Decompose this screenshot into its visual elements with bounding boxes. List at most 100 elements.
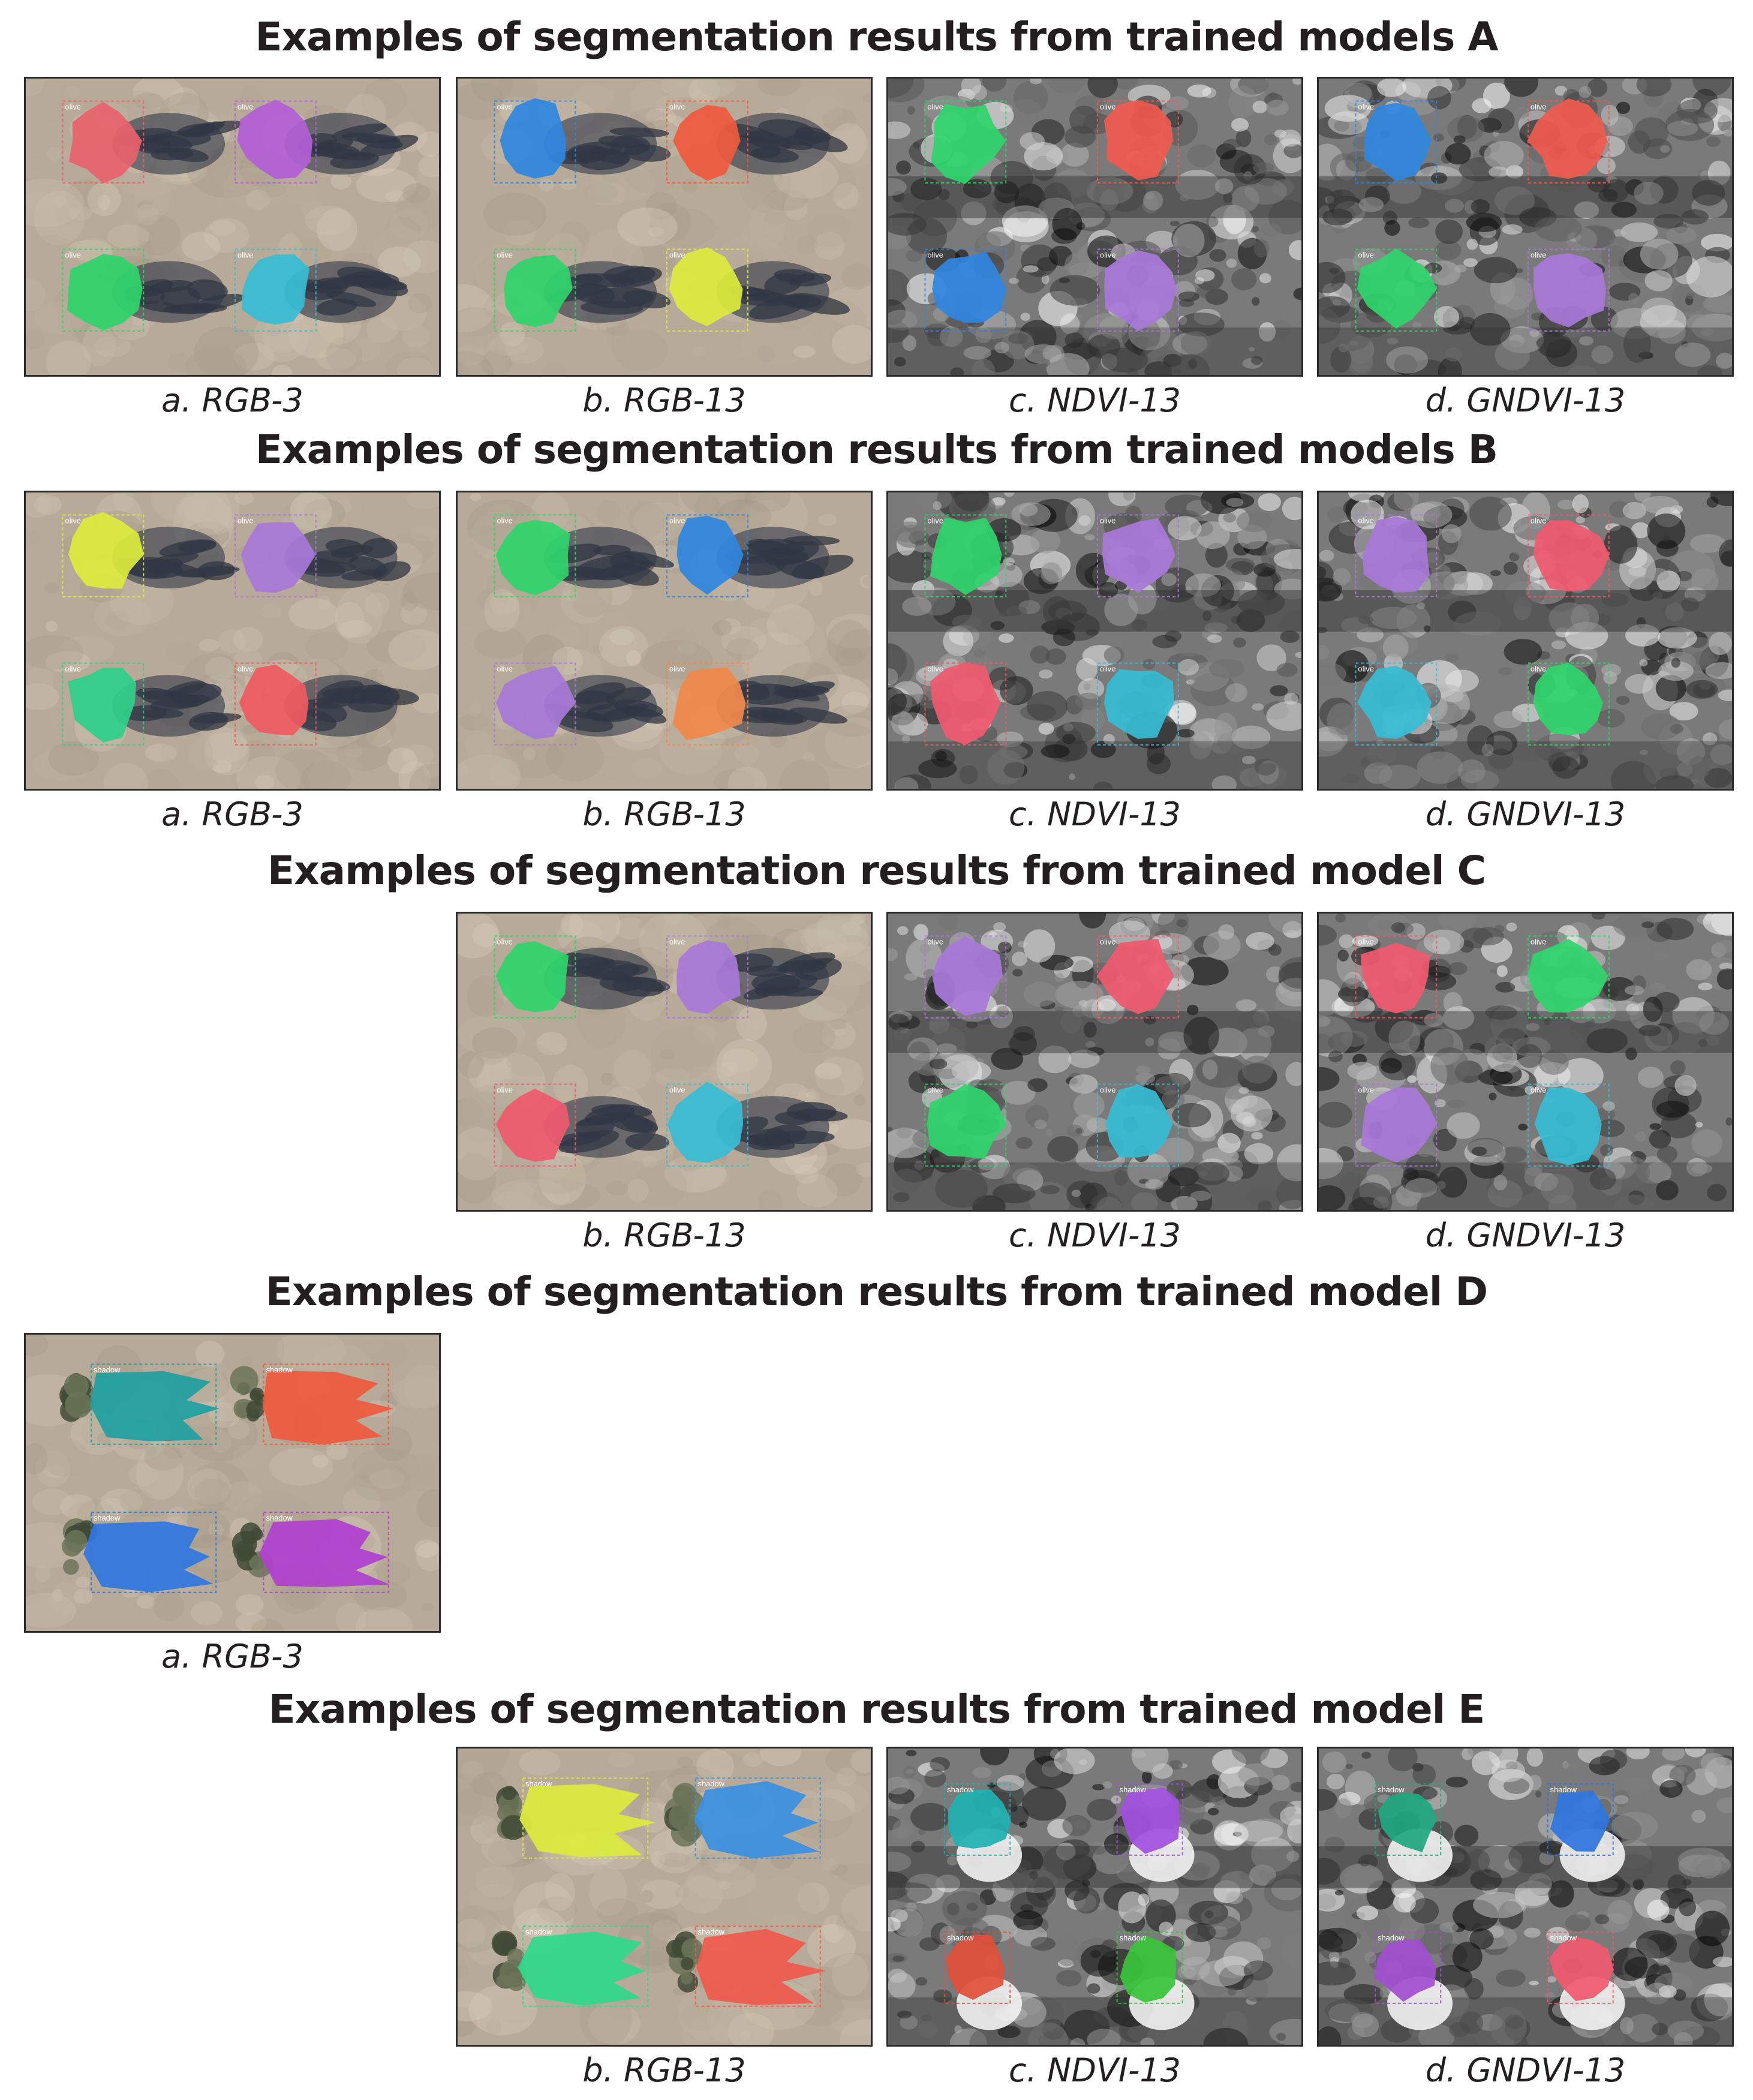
mask-label: olive — [669, 102, 685, 111]
segmentation-mask — [234, 662, 317, 746]
segmentation-mask — [1527, 514, 1610, 597]
panel-image: shadow shadow shadow shadow — [1319, 1749, 1732, 2045]
segmentation-mask — [1375, 1931, 1442, 2004]
segmentation-mask — [1375, 1783, 1442, 1856]
segmentation-mask — [1527, 248, 1610, 332]
panel-image: olive olive olive olive — [458, 79, 871, 375]
mask-label: olive — [497, 102, 512, 111]
mask-label: shadow — [1378, 1785, 1405, 1794]
segmentation-mask — [494, 1083, 576, 1167]
segmentation-mask — [1527, 1083, 1610, 1167]
tree-crown — [231, 1522, 273, 1578]
segmentation-mask — [494, 248, 576, 332]
tree-shadow — [284, 113, 419, 175]
mask-label: olive — [1358, 250, 1373, 259]
mask-label: olive — [497, 1085, 512, 1094]
segmentation-mask — [83, 1512, 217, 1593]
mask-label: olive — [237, 102, 253, 111]
panel-a-rgb13: olive olive olive olive — [456, 77, 873, 377]
segmentation-mask — [924, 662, 1007, 746]
mask-label: shadow — [1378, 1933, 1405, 1942]
mask-label: shadow — [94, 1513, 121, 1522]
caption-b-gndvi13: d. GNDVI-13 — [1425, 795, 1626, 833]
segmentation-mask — [924, 935, 1007, 1019]
segmentation-mask — [1355, 1083, 1438, 1167]
segmentation-mask — [518, 1925, 649, 2007]
mask-label: shadow — [947, 1933, 974, 1942]
tree-shadow — [284, 527, 411, 589]
mask-label: olive — [669, 250, 685, 259]
tree-crown — [491, 1930, 527, 1991]
mask-label: olive — [927, 102, 943, 111]
mask-label: olive — [65, 516, 80, 525]
mask-label: shadow — [525, 1927, 552, 1936]
mask-label: shadow — [1550, 1933, 1577, 1942]
segmentation-mask — [1355, 100, 1438, 184]
mask-label: olive — [1358, 516, 1373, 525]
mask-label: shadow — [525, 1779, 552, 1788]
segmentation-mask — [1116, 1931, 1183, 2004]
segmentation-mask — [263, 1363, 394, 1445]
mask-label: olive — [1100, 516, 1115, 525]
segmentation-mask — [62, 662, 145, 746]
segmentation-mask — [519, 1777, 656, 1859]
mask-label: olive — [1100, 250, 1115, 259]
segmentation-mask — [694, 1925, 826, 2007]
tree-crown — [230, 1366, 267, 1422]
mask-label: shadow — [266, 1365, 293, 1374]
mask-label: olive — [669, 1085, 685, 1094]
mask-label: olive — [497, 664, 512, 673]
caption-a-rgb13: b. RGB-13 — [582, 381, 746, 419]
mask-label: olive — [497, 250, 512, 259]
mask-label: olive — [1100, 1085, 1115, 1094]
segmentation-mask — [1547, 1783, 1614, 1856]
caption-b-rgb3: a. RGB-3 — [161, 795, 303, 833]
section-title-e: Examples of segmentation results from tr… — [268, 1686, 1486, 1732]
tree-crown — [666, 1931, 703, 1993]
segmentation-mask — [1527, 98, 1610, 184]
segmentation-mask — [1547, 1931, 1614, 2004]
panel-e-gndvi13: shadow shadow shadow shadow — [1317, 1747, 1734, 2047]
mask-label: shadow — [947, 1785, 974, 1794]
panel-image: olive olive olive olive — [26, 79, 439, 375]
mask-label: olive — [497, 937, 512, 946]
segmentation-mask — [1355, 662, 1438, 746]
mask-label: olive — [497, 516, 512, 525]
caption-a-gndvi13: d. GNDVI-13 — [1425, 381, 1626, 419]
mask-label: olive — [237, 250, 253, 259]
segmentation-mask — [234, 100, 317, 184]
segmentation-mask — [494, 514, 576, 597]
mask-label: olive — [65, 250, 80, 259]
tree-shadow — [716, 1096, 848, 1158]
caption-c-ndvi13: c. NDVI-13 — [1008, 1216, 1181, 1254]
mask-label: olive — [65, 102, 80, 111]
background-texture — [888, 79, 1301, 375]
caption-c-gndvi13: d. GNDVI-13 — [1425, 1216, 1626, 1254]
mask-label: shadow — [266, 1513, 293, 1522]
mask-label: shadow — [1550, 1785, 1577, 1794]
mask-label: olive — [1358, 664, 1373, 673]
mask-label: olive — [237, 664, 253, 673]
segmentation-mask — [694, 1777, 821, 1859]
caption-e-ndvi13: c. NDVI-13 — [1008, 2051, 1181, 2089]
tree-crown — [496, 1786, 532, 1840]
section-title-b: Examples of segmentation results from tr… — [255, 426, 1498, 473]
segmentation-mask — [234, 514, 317, 597]
caption-a-ndvi13: c. NDVI-13 — [1008, 381, 1181, 419]
mask-label: olive — [1358, 937, 1373, 946]
mask-label: shadow — [698, 1779, 725, 1788]
segmentation-mask — [924, 1083, 1007, 1167]
mask-label: olive — [1531, 516, 1546, 525]
